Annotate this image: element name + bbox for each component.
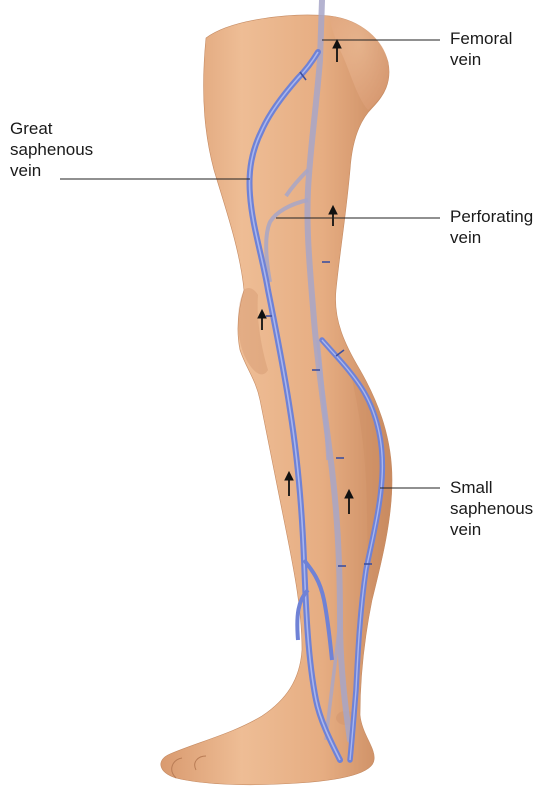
femoral-vein-label-line1: Femoral [450, 28, 512, 49]
great-saphenous-label-line1: Great [10, 118, 93, 139]
small-saphenous-label-line2: saphenous [450, 498, 533, 519]
great-saphenous-vein-label: Great saphenous vein [10, 118, 93, 181]
perforating-vein-label: Perforating vein [450, 206, 533, 248]
perforating-label-line1: Perforating [450, 206, 533, 227]
femoral-vein-label-line2: vein [450, 49, 512, 70]
small-saphenous-vein-label: Small saphenous vein [450, 477, 533, 540]
small-saphenous-label-line1: Small [450, 477, 533, 498]
small-saphenous-label-line3: vein [450, 519, 533, 540]
femoral-vein-label: Femoral vein [450, 28, 512, 70]
perforating-label-line2: vein [450, 227, 533, 248]
great-saphenous-label-line2: saphenous [10, 139, 93, 160]
great-saphenous-label-line3: vein [10, 160, 93, 181]
